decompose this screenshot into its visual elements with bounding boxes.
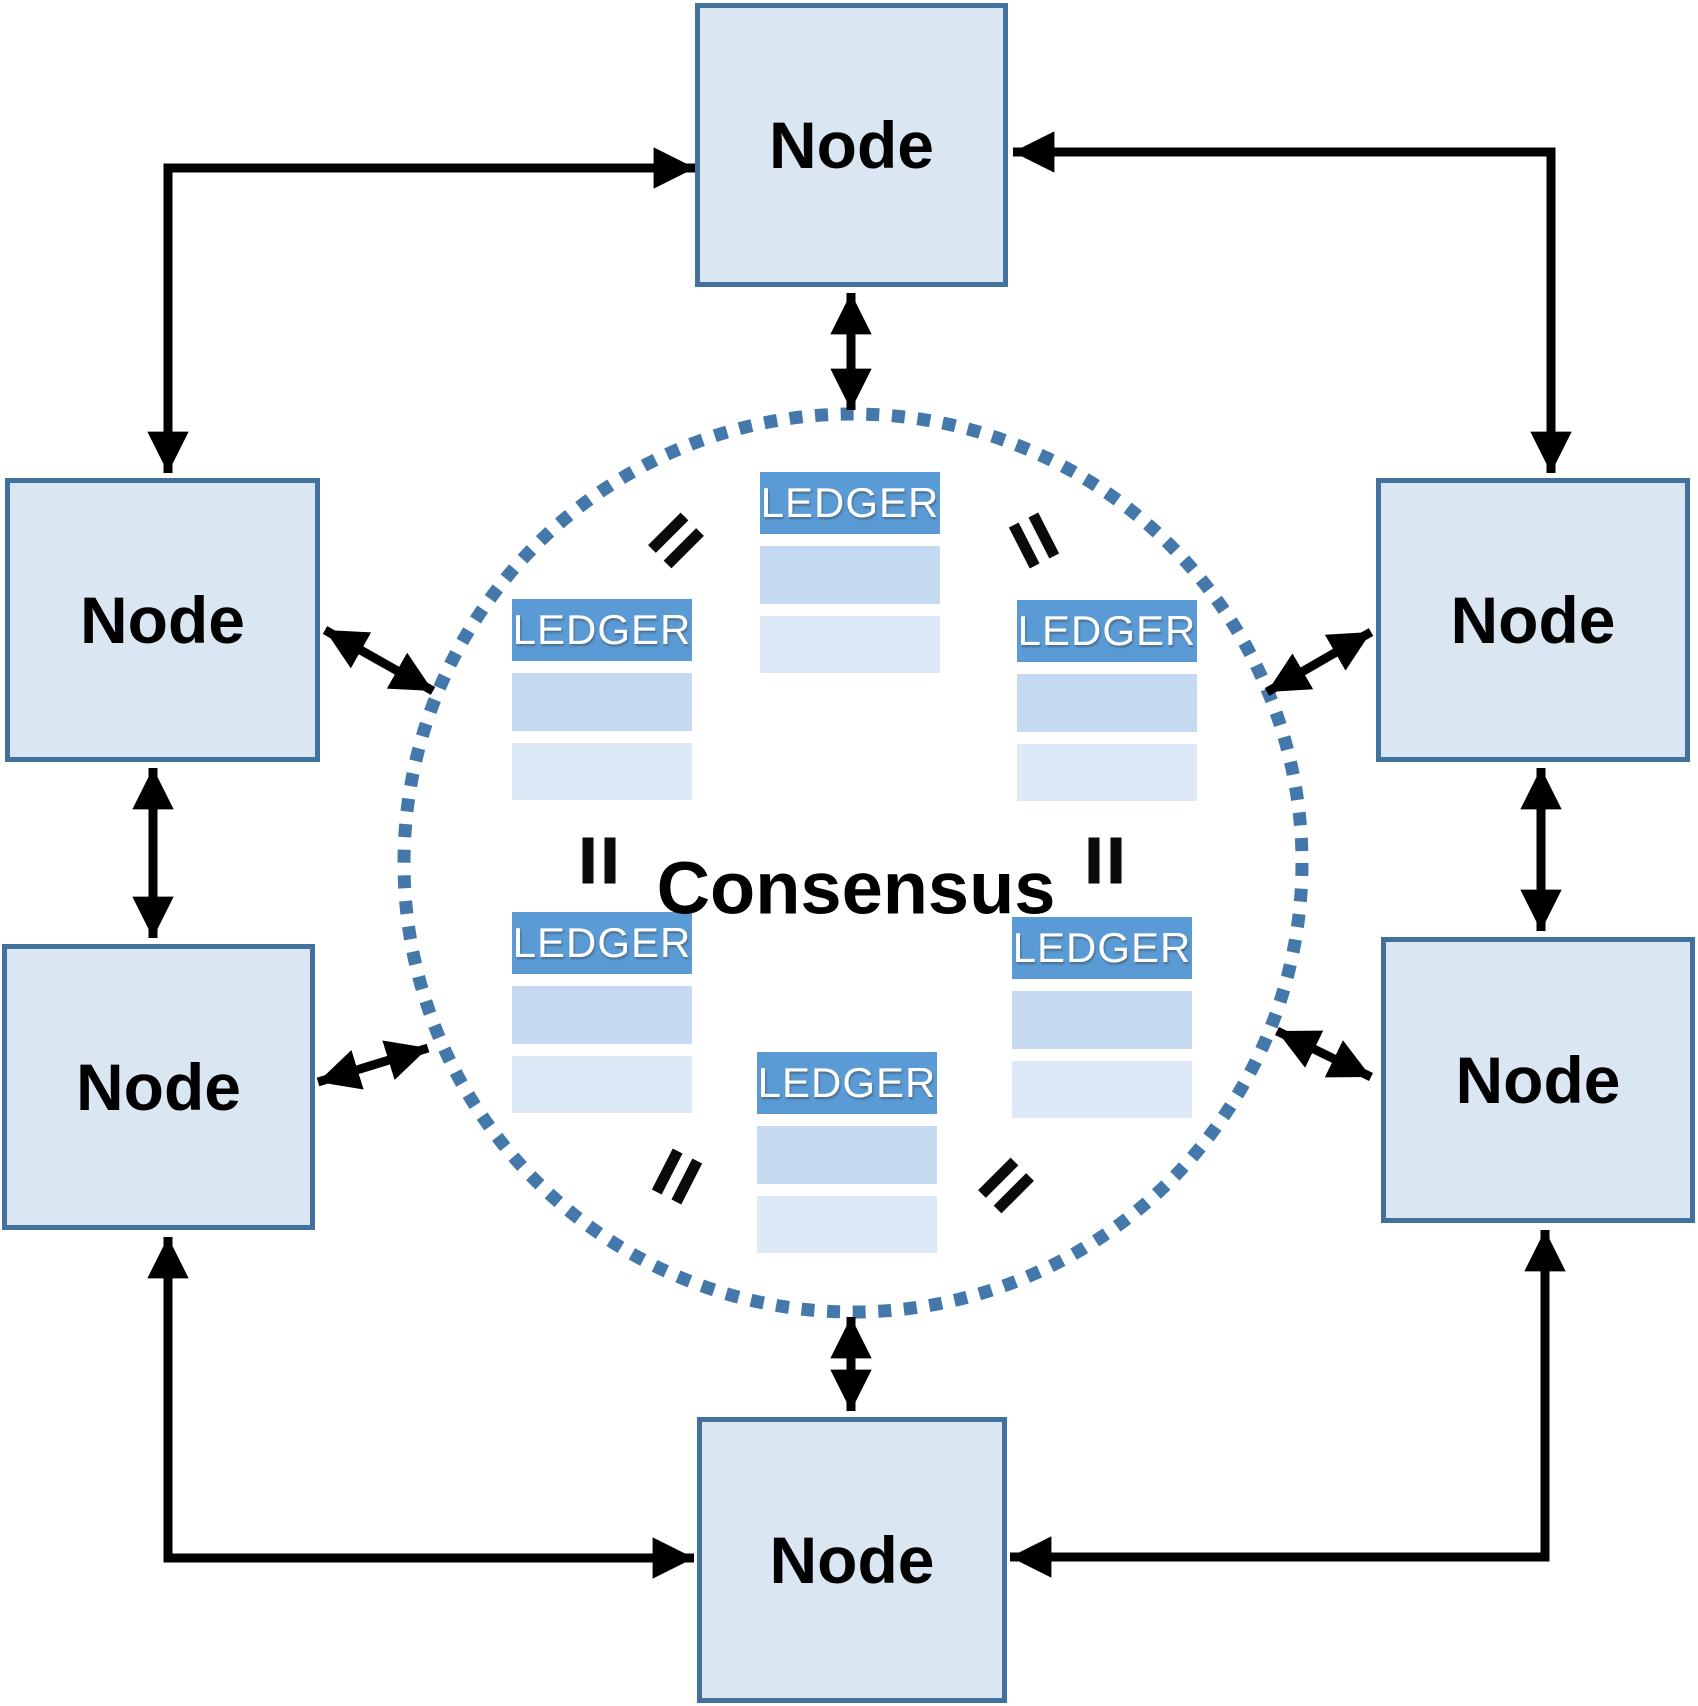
- ledger-label: LEDGER: [1012, 924, 1192, 971]
- node-box-bottom: Node: [697, 1417, 1007, 1703]
- ledger-header: LEDGER: [760, 472, 940, 534]
- ledger-bottom-center: LEDGER: [757, 1052, 937, 1253]
- ledger-row: [760, 616, 940, 673]
- arrow-bottom-left-l: [147, 1237, 694, 1579]
- consensus-circle: [397, 407, 1309, 1319]
- ledger-header: LEDGER: [1017, 600, 1197, 662]
- ledger-row: [757, 1126, 937, 1184]
- node-label: Node: [769, 108, 934, 182]
- ledger-row: [1017, 674, 1197, 732]
- node-box-lower-right: Node: [1381, 937, 1695, 1223]
- ledger-row: [760, 546, 940, 604]
- ledger-upper-right: LEDGER: [1017, 600, 1197, 801]
- ledger-header: LEDGER: [1012, 917, 1192, 979]
- node-label: Node: [1450, 583, 1616, 657]
- ledger-label: LEDGER: [512, 606, 692, 653]
- node-label: Node: [1455, 1043, 1621, 1117]
- ledger-row: [757, 1196, 937, 1253]
- equals-icon-middle-right: [1088, 837, 1122, 884]
- ledger-row: [512, 673, 692, 731]
- arrow-upper-right-circle: [1264, 628, 1374, 696]
- ledger-header: LEDGER: [512, 599, 692, 661]
- node-box-lower-left: Node: [2, 944, 315, 1230]
- ledger-top-center: LEDGER: [760, 472, 940, 673]
- arrow-lower-left-circle: [316, 1040, 430, 1090]
- ledger-lower-left: LEDGER: [512, 912, 692, 1113]
- arrow-top-left-l: [147, 147, 695, 473]
- arrow-top-right-l: [1013, 131, 1572, 473]
- equals-icon-middle-left: [582, 837, 616, 884]
- node-label: Node: [769, 1523, 935, 1597]
- node-box-upper-left: Node: [5, 478, 320, 762]
- ledger-label: LEDGER: [760, 479, 940, 526]
- arrow-lower-right-circle: [1275, 1026, 1373, 1082]
- ledger-lower-right: LEDGER: [1012, 917, 1192, 1118]
- ledger-row: [1012, 1061, 1192, 1118]
- ledger-row: [1012, 991, 1192, 1049]
- ledger-row: [512, 986, 692, 1044]
- ledger-row: [512, 743, 692, 800]
- node-box-upper-right: Node: [1376, 478, 1690, 762]
- node-label: Node: [80, 583, 245, 657]
- ledger-row: [1017, 744, 1197, 801]
- node-box-top: Node: [695, 3, 1008, 287]
- ledger-label: LEDGER: [1017, 607, 1197, 654]
- arrow-upper-left-circle: [322, 626, 436, 695]
- node-label: Node: [76, 1050, 241, 1124]
- ledger-upper-left: LEDGER: [512, 599, 692, 800]
- ledger-header: LEDGER: [757, 1052, 937, 1114]
- ledger-header: LEDGER: [512, 912, 692, 974]
- arrow-bottom-right-l: [1010, 1230, 1566, 1578]
- ledger-row: [512, 1056, 692, 1113]
- ledger-label: LEDGER: [757, 1059, 937, 1106]
- consensus-label: Consensus: [656, 846, 1056, 930]
- ledger-label: LEDGER: [512, 919, 692, 966]
